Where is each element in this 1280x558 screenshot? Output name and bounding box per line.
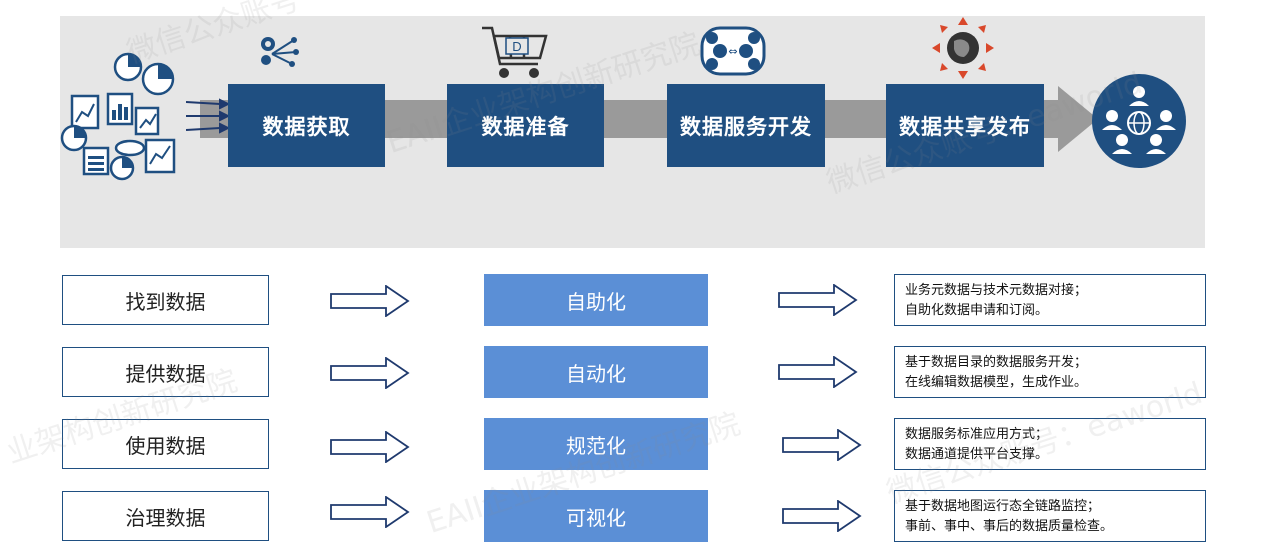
- data-charts-cluster-icon: [58, 52, 183, 182]
- desc-box-4: 基于数据地图运行态全链路监控； 事前、事中、事后的数据质量检查。: [894, 490, 1206, 542]
- input-arrows: [185, 96, 231, 140]
- stage-data-preparation: 数据准备: [447, 84, 604, 167]
- shopping-cart-icon: D: [480, 26, 550, 82]
- desc-box-1: 业务元数据与技术元数据对接； 自助化数据申请和订阅。: [894, 274, 1206, 326]
- globe-share-icon: [932, 17, 994, 79]
- action-box-govern-data: 治理数据: [62, 491, 269, 541]
- desc-line: 业务元数据与技术元数据对接；: [905, 283, 1088, 298]
- action-box-find-data: 找到数据: [62, 275, 269, 325]
- user-network-icon: [1092, 74, 1186, 168]
- right-arrow-icon: [782, 428, 862, 465]
- desc-line: 数据通道提供平台支撑。: [905, 447, 1049, 462]
- right-arrow-icon: [778, 283, 858, 320]
- mode-standardization: 规范化: [484, 418, 708, 470]
- right-arrow-icon: [330, 430, 410, 467]
- desc-line: 事前、事中、事后的数据质量检查。: [905, 519, 1114, 534]
- right-arrow-icon: [330, 284, 410, 321]
- svg-text:⇔: ⇔: [728, 45, 737, 58]
- stage-data-sharing-publishing: 数据共享发布: [886, 84, 1044, 167]
- service-exchange-icon: ⇔: [700, 26, 766, 76]
- action-box-use-data: 使用数据: [62, 419, 269, 469]
- right-arrow-icon: [330, 495, 410, 532]
- desc-line: 自助化数据申请和订阅。: [905, 303, 1049, 318]
- right-arrow-icon: [778, 355, 858, 392]
- stage-data-service-development: 数据服务开发: [667, 84, 825, 167]
- stage-data-acquisition: 数据获取: [228, 84, 385, 167]
- desc-line: 在线编辑数据模型，生成作业。: [905, 375, 1088, 390]
- cart-letter: D: [512, 39, 521, 54]
- desc-line: 基于数据地图运行态全链路监控；: [905, 499, 1101, 514]
- right-arrow-icon: [330, 356, 410, 393]
- gear-network-icon: [254, 32, 300, 76]
- desc-box-2: 基于数据目录的数据服务开发； 在线编辑数据模型，生成作业。: [894, 346, 1206, 398]
- desc-line: 基于数据目录的数据服务开发；: [905, 355, 1088, 370]
- mode-self-service: 自助化: [484, 274, 708, 326]
- right-arrow-icon: [782, 499, 862, 536]
- mode-automation: 自动化: [484, 346, 708, 398]
- mode-visualization: 可视化: [484, 490, 708, 542]
- desc-box-3: 数据服务标准应用方式； 数据通道提供平台支撑。: [894, 418, 1206, 470]
- pipeline-flow-arrowhead: [1058, 86, 1098, 152]
- action-box-provide-data: 提供数据: [62, 347, 269, 397]
- desc-line: 数据服务标准应用方式；: [905, 427, 1049, 442]
